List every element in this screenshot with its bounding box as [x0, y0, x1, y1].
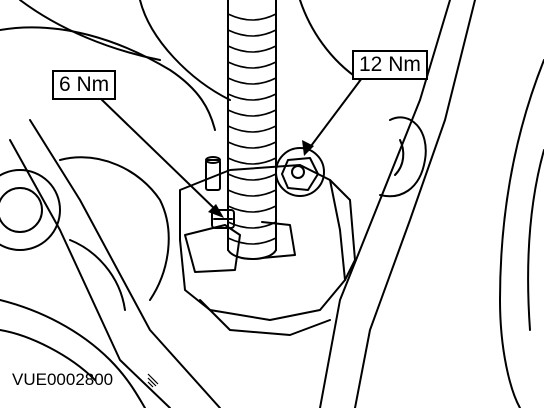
bracket-plate	[184, 224, 241, 273]
lower-left-hose-2	[0, 329, 96, 381]
valve-body-side	[329, 179, 356, 281]
figure-code: VUE0002800	[12, 370, 114, 389]
diagonal-hatch-icon	[147, 373, 159, 388]
torque-callout-6nm: 6 Nm	[52, 70, 117, 100]
screw-head	[211, 209, 235, 229]
upper-left-panel	[0, 26, 216, 131]
leader-6nm	[99, 97, 219, 213]
hose-corrugations	[227, 13, 277, 245]
leader-6nm-arrowhead	[208, 204, 224, 218]
left-housing-2	[69, 239, 126, 311]
top-contour	[139, 0, 231, 101]
valve-body-lower	[199, 299, 331, 336]
top-contour-2	[299, 0, 361, 81]
right-frame-outline	[319, 0, 451, 408]
right-edge-curve-2	[527, 149, 544, 331]
stud-top	[205, 156, 221, 164]
left-frame-outline-2	[29, 119, 221, 408]
left-frame-outline	[9, 139, 171, 408]
valve-body	[179, 164, 346, 321]
leader-12nm	[307, 77, 363, 151]
right-edge-curve	[499, 59, 544, 408]
leader-12nm-arrowhead	[302, 140, 314, 156]
hose-end-cap	[227, 249, 277, 260]
rear-bracket-2	[394, 139, 405, 176]
rear-bracket	[379, 116, 427, 198]
upper-left-panel-2	[19, 0, 161, 61]
bracket-plate-2	[261, 221, 296, 259]
nut-hex	[281, 157, 319, 191]
left-pulley-inner	[0, 187, 43, 233]
left-housing	[59, 156, 170, 301]
nut-washer	[275, 147, 325, 197]
right-frame-outline-2	[354, 0, 476, 408]
left-pulley-outer	[0, 169, 61, 251]
stud-shaft	[205, 159, 221, 191]
torque-callout-12nm: 12 Nm	[352, 50, 428, 80]
nut-center	[291, 165, 305, 179]
lower-left-hose	[0, 299, 146, 408]
